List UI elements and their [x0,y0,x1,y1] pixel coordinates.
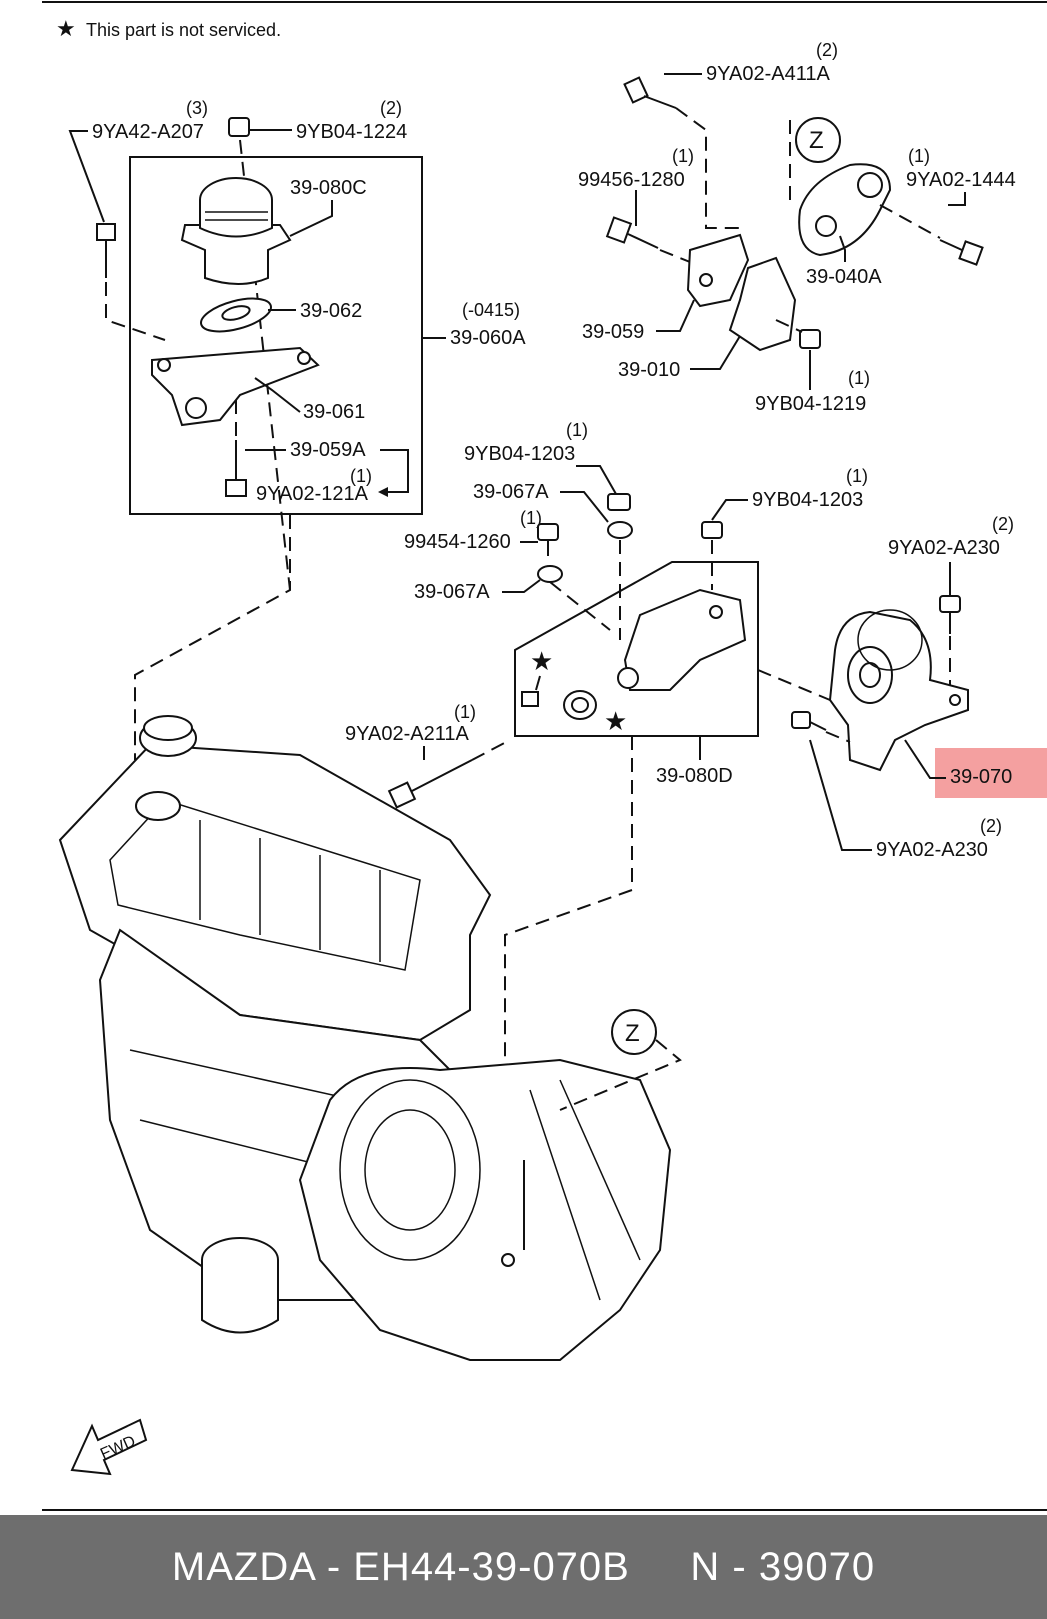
qty-9yb04-1203b: (1) [846,466,868,486]
z-label-bottom: Z [625,1020,640,1047]
box-39-080d [514,561,759,737]
qty-99454-1260: (1) [520,508,542,528]
qty-9ya02-1444: (1) [908,146,930,166]
qty-9ya02-a230b: (2) [980,816,1002,836]
label-9yb04-1219: 9YB04-1219 [755,393,866,415]
mount-39-070 [828,609,969,772]
bracket-39-080d [521,588,747,720]
bracket-39-010 [728,256,797,352]
label-39-060a: 39-060A [450,327,526,349]
label-39-067a-b: 39-067A [414,581,490,603]
qty-9ya02-a230a: (2) [992,514,1014,534]
fwd-arrow-icon: FWD [70,1418,148,1476]
bolt-99456-1280 [605,216,659,249]
label-9yb04-1203b: 9YB04-1203 [752,489,863,511]
box-39-060a [129,156,423,515]
qty-9yb04-1219: (1) [848,368,870,388]
label-9ya02-a230a: 9YA02-A230 [888,537,1000,559]
label-9ya02-a211a: 9YA02-A211A [345,723,469,745]
label-9ya42-a207: 9YA42-A207 [92,121,204,143]
washer-39-062 [200,297,272,333]
label-9yb04-1203a: 9YB04-1203 [464,443,575,465]
z-marker-bottom [611,1009,657,1055]
label-39-067a-a: 39-067A [473,481,549,503]
nut-9yb04-1203a [607,493,631,511]
label-39-010: 39-010 [618,359,680,381]
parts-diagram: ★ This part is not serviced. (3) 9YA42-A… [42,1,1047,1511]
not-serviced-star: ★ [56,16,76,41]
stud-39-059a [225,440,247,497]
bolt-9ya02-a230a [939,595,961,634]
label-9ya02-a230b: 9YA02-A230 [876,839,988,861]
label-39-040a: 39-040A [806,266,882,288]
bolt-9ya02-a211a [387,759,473,809]
label-9ya02-121a: 9YA02-121A [256,483,369,505]
label-39-080c: 39-080C [290,177,367,199]
washer-39-067a-b [537,565,563,583]
mount-39-080c [180,177,292,285]
not-serviced-note: This part is not serviced. [86,20,281,40]
z-label-top: Z [809,127,824,154]
qty-99456-1280: (1) [672,146,694,166]
label-39-070: 39-070 [950,766,1012,788]
label-0415: (-0415) [462,300,520,320]
bolt-9ya02-a411a [623,76,677,109]
qty-9ya42-a207: (3) [186,98,208,118]
bolt-9ya42-a207 [96,223,116,278]
engine-assembly [58,715,672,1361]
footer-part-number: MAZDA - EH44-39-070B N - 39070 [171,1544,876,1589]
highlight-39-070 [935,748,1047,798]
qty-9ya02-a411a: (2) [816,40,838,60]
footer-bar: MAZDA - EH44-39-070B N - 39070 [0,1515,1047,1619]
star-marker-2: ★ [604,706,627,736]
label-9yb04-1224: 9YB04-1224 [296,121,407,143]
nut-9yb04-1224 [228,117,250,137]
qty-9yb04-1224: (2) [380,98,402,118]
qty-9yb04-1203a: (1) [566,420,588,440]
label-39-059a: 39-059A [290,439,366,461]
label-39-059: 39-059 [582,321,644,343]
label-9ya02-a411a: 9YA02-A411A [706,63,830,85]
label-9ya02-1444: 9YA02-1444 [906,169,1016,191]
bracket-39-061 [151,346,320,427]
label-99454-1260: 99454-1260 [404,531,511,553]
z-marker-top [795,117,841,163]
star-marker-1: ★ [530,646,553,676]
bolt-99454-1260 [537,523,559,556]
bracket-39-059 [686,233,750,308]
torque-rod-39-040a [798,163,892,257]
label-39-080d: 39-080D [656,765,733,787]
label-99456-1280: 99456-1280 [578,169,685,191]
qty-9ya02-a211a: (1) [454,702,476,722]
qty-9ya02-121a: (1) [350,466,372,486]
nut-9yb04-1203b [701,521,723,539]
washer-39-067a-a [607,521,633,539]
bolt-9ya02-1444 [939,239,984,266]
bolt-9ya02-a230b [791,711,827,731]
label-39-061: 39-061 [303,401,365,423]
nut-9yb04-1219 [799,329,821,349]
label-39-062: 39-062 [300,300,362,322]
